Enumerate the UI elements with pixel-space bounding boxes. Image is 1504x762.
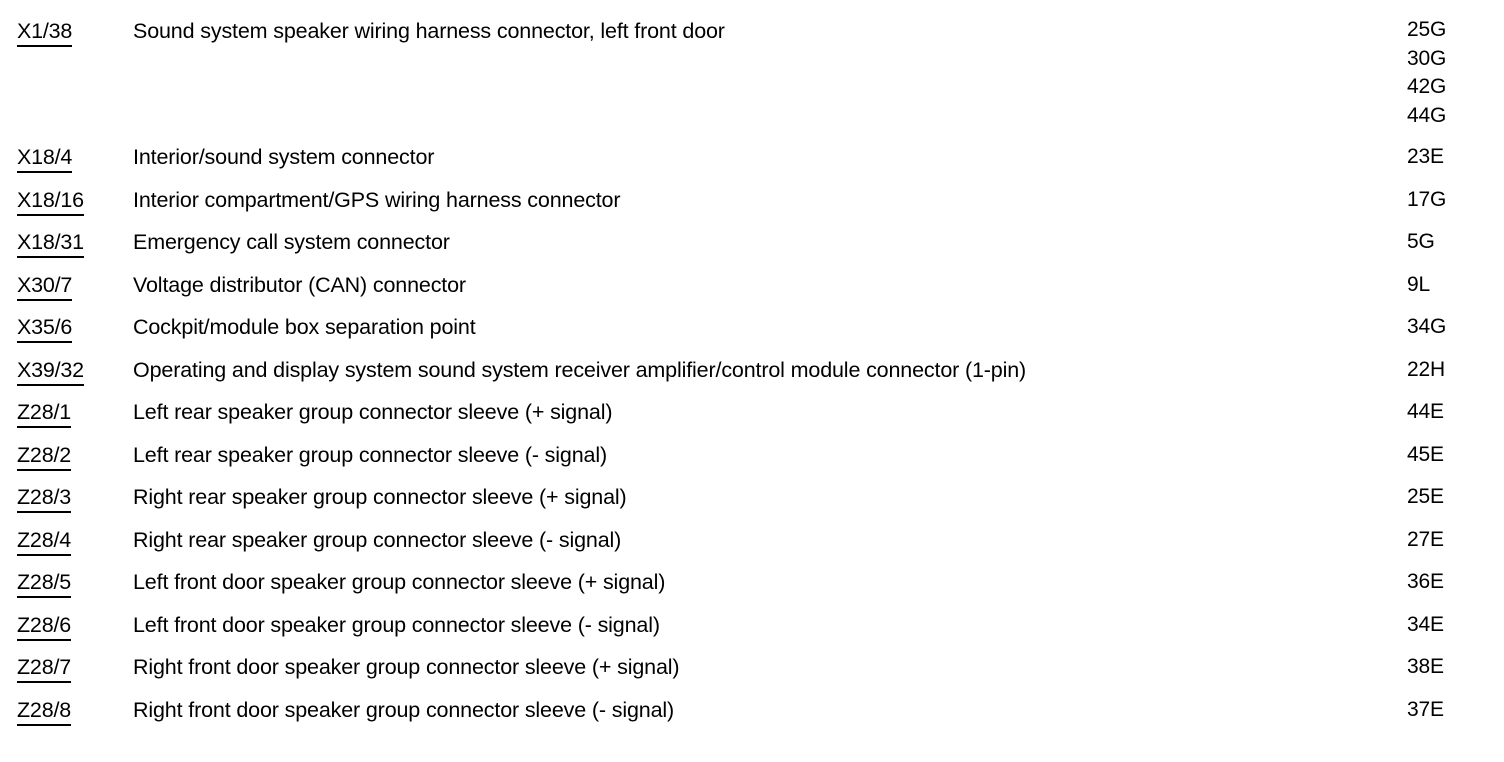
table-row: Z28/5 Left front door speaker group conne… [0,567,1504,609]
component-code-cell[interactable]: Z28/5 [17,567,71,598]
component-code-cell[interactable]: Z28/3 [17,482,71,513]
component-description-cell: Left front door speaker group connector … [133,570,666,594]
component-description-cell: Interior/sound system connector [133,145,435,169]
location-reference-item: 30G [1407,46,1447,70]
location-reference-cell: 37E [1407,698,1444,721]
location-reference-cell: 44E [1407,400,1444,423]
location-reference-cell: 34G [1407,315,1447,338]
component-code-label: X30/7 [17,273,72,301]
component-code-label: X18/16 [17,188,84,216]
table-row: Z28/2 Left rear speaker group connector s… [0,440,1504,482]
component-code-cell[interactable]: X18/31 [17,227,84,258]
component-code-label: X39/32 [17,358,84,386]
table-row: X18/16 Interior compartment/GPS wiring ha… [0,185,1504,227]
component-code-cell[interactable]: Z28/7 [17,652,71,683]
location-reference-cell: 36E [1407,570,1444,593]
component-description-cell: Right rear speaker group connector sleev… [133,528,622,552]
component-description-cell: Left front door speaker group connector … [133,613,660,637]
component-code-label: X35/6 [17,315,72,343]
component-code-cell[interactable]: X18/4 [17,142,72,173]
component-code-cell[interactable]: X35/6 [17,312,72,343]
component-code-cell[interactable]: Z28/2 [17,440,71,471]
location-reference-item: 44G [1407,103,1447,127]
component-code-label: Z28/8 [17,698,71,726]
component-code-cell[interactable]: X39/32 [17,355,84,386]
location-reference-cell: 38E [1407,655,1444,678]
component-description-cell: Cockpit/module box separation point [133,315,476,339]
component-description-cell: Left rear speaker group connector sleeve… [133,443,607,467]
component-code-cell[interactable]: X18/16 [17,185,84,216]
table-row: Z28/8 Right front door speaker group conn… [0,695,1504,737]
component-description-cell: Emergency call system connector [133,230,450,254]
component-description-cell: Interior compartment/GPS wiring harness … [133,188,621,212]
component-code-label: X18/31 [17,230,84,258]
location-reference-list: 25G 30G 42G 44G [1407,16,1446,130]
location-reference-cell: 17G [1407,188,1447,211]
table-row: X39/32 Operating and display system sound… [0,355,1504,397]
location-reference-cell: 5G [1407,230,1435,253]
component-description-cell: Operating and display system sound syste… [133,358,1027,382]
component-description-cell: Right front door speaker group connector… [133,698,675,722]
component-code-label: Z28/5 [17,570,71,598]
component-code-cell[interactable]: Z28/4 [17,525,71,556]
component-code-label: Z28/1 [17,400,71,428]
location-reference-cell: 9L [1407,273,1430,296]
component-code-label: Z28/7 [17,655,71,683]
location-reference-cell: 45E [1407,443,1444,466]
component-code-cell[interactable]: X1/38 [17,16,72,47]
table-row: X18/31 Emergency call system connector 5G [0,227,1504,269]
table-row: Z28/6 Left front door speaker group conne… [0,610,1504,652]
component-description-cell: Left rear speaker group connector sleeve… [133,400,613,424]
table-row: X18/4 Interior/sound system connector 23E [0,142,1504,184]
location-reference-item: 42G [1407,75,1447,98]
component-code-cell[interactable]: Z28/1 [17,397,71,428]
component-description-cell: Right rear speaker group connector sleev… [133,485,627,509]
location-reference-cell: 23E [1407,145,1444,168]
table-row: X1/38 Sound system speaker wiring harness… [0,16,1504,127]
table-row: X30/7 Voltage distributor (CAN) connector… [0,270,1504,312]
table-row: X35/6 Cockpit/module box separation point… [0,312,1504,354]
location-reference-cell: 25E [1407,485,1444,508]
location-reference-cell: 27E [1407,528,1444,551]
component-description-cell: Voltage distributor (CAN) connector [133,273,466,297]
location-reference-cell: 22H [1407,358,1445,381]
table-row: Z28/1 Left rear speaker group connector s… [0,397,1504,439]
component-code-label: Z28/6 [17,613,71,641]
location-reference-cell: 34E [1407,613,1444,636]
table-row: Z28/3 Right rear speaker group connector … [0,482,1504,524]
location-reference-item: 25G [1407,18,1447,41]
component-code-cell[interactable]: Z28/6 [17,610,71,641]
component-code-label: X18/4 [17,145,72,173]
component-code-cell[interactable]: Z28/8 [17,695,71,726]
component-code-label: Z28/4 [17,528,71,556]
component-code-label: Z28/3 [17,485,71,513]
table-row: Z28/7 Right front door speaker group conn… [0,652,1504,694]
component-description-cell: Right front door speaker group connector… [133,655,680,679]
component-code-label: Z28/2 [17,443,71,471]
component-description-cell: Sound system speaker wiring harness conn… [133,19,725,43]
table-row: Z28/4 Right rear speaker group connector … [0,525,1504,567]
component-code-label: X1/38 [17,19,72,47]
component-code-cell[interactable]: X30/7 [17,270,72,301]
